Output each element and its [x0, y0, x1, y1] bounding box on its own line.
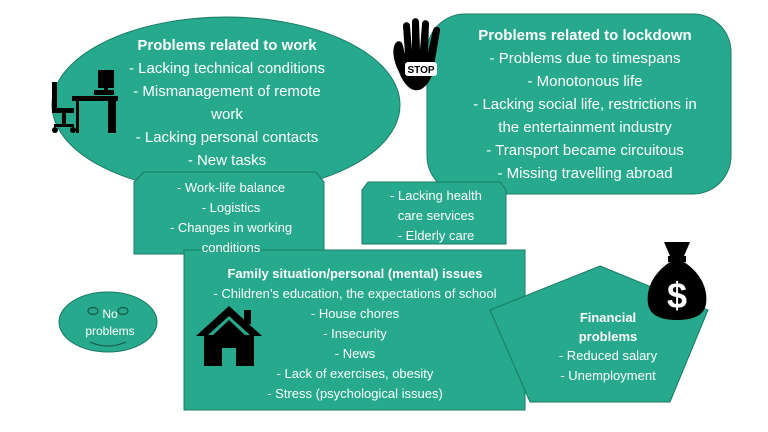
dollar-sign: $ — [667, 275, 687, 316]
lockdown-item: - Problems due to timespans — [489, 50, 681, 67]
no-problems-line: No — [102, 307, 118, 321]
lockdown-text: Problems related to lockdown - Problems … — [430, 24, 740, 185]
family-title: Family situation/personal (mental) issue… — [227, 266, 483, 281]
lockdown-box — [426, 13, 732, 195]
health-box — [361, 181, 507, 245]
no-problems-line: problems — [85, 324, 135, 338]
smiley-face-icon — [87, 306, 129, 347]
health-item: - Elderly care — [397, 228, 475, 243]
work-life-text: - Work-life balance - Logistics - Change… — [138, 178, 324, 258]
lockdown-item: - Lacking social life, restrictions in — [473, 96, 697, 113]
health-item: - Lacking health — [390, 188, 482, 203]
lockdown-item: the entertainment industry — [498, 119, 672, 136]
family-text: Family situation/personal (mental) issue… — [186, 264, 524, 404]
financial-item: - Reduced salary — [558, 348, 658, 363]
work-item: - Lacking technical conditions — [129, 60, 325, 77]
lockdown-title: Problems related to lockdown — [478, 27, 692, 44]
work-item: work — [211, 106, 243, 123]
health-text: - Lacking health care services - Elderly… — [366, 186, 506, 246]
work-item: - New tasks — [187, 152, 267, 169]
work-item: - Lacking personal contacts — [135, 129, 319, 146]
family-item: - Insecurity — [323, 326, 387, 341]
stop-label: STOP — [407, 65, 434, 76]
no-problems-ellipse — [58, 291, 158, 353]
family-item: - Children’s education, the expectations… — [213, 286, 497, 301]
lockdown-item: - Missing travelling abroad — [497, 165, 673, 182]
work-title: Problems related to work — [137, 37, 317, 54]
stop-hand-icon: STOP — [393, 18, 441, 91]
work-life-item: - Work-life balance — [176, 180, 286, 195]
family-item: - News — [334, 346, 376, 361]
family-item: - Lack of exercises, obesity — [276, 366, 434, 381]
work-life-item: - Changes in working — [169, 220, 293, 235]
financial-item: - Unemployment — [560, 368, 656, 383]
family-item: - Stress (psychological issues) — [267, 386, 443, 401]
work-life-item: - Logistics — [201, 200, 261, 215]
desk-chair-icon — [52, 70, 118, 133]
lockdown-item: - Monotonous life — [527, 73, 643, 90]
work-life-item: conditions — [201, 240, 261, 255]
financial-text: Financial problems - Reduced salary - Un… — [518, 308, 698, 386]
work-text: Problems related to work - Lacking techn… — [92, 34, 362, 172]
house-icon — [196, 306, 262, 366]
financial-title: Financial — [579, 310, 637, 325]
financial-title: problems — [578, 329, 638, 344]
work-item: - Mismanagement of remote — [133, 83, 321, 100]
lockdown-item: - Transport became circuitous — [486, 142, 684, 159]
family-item: - House chores — [310, 306, 400, 321]
money-bag-icon: $ — [647, 242, 707, 320]
health-item: care services — [397, 208, 475, 223]
no-problems-text: No problems — [62, 306, 158, 340]
